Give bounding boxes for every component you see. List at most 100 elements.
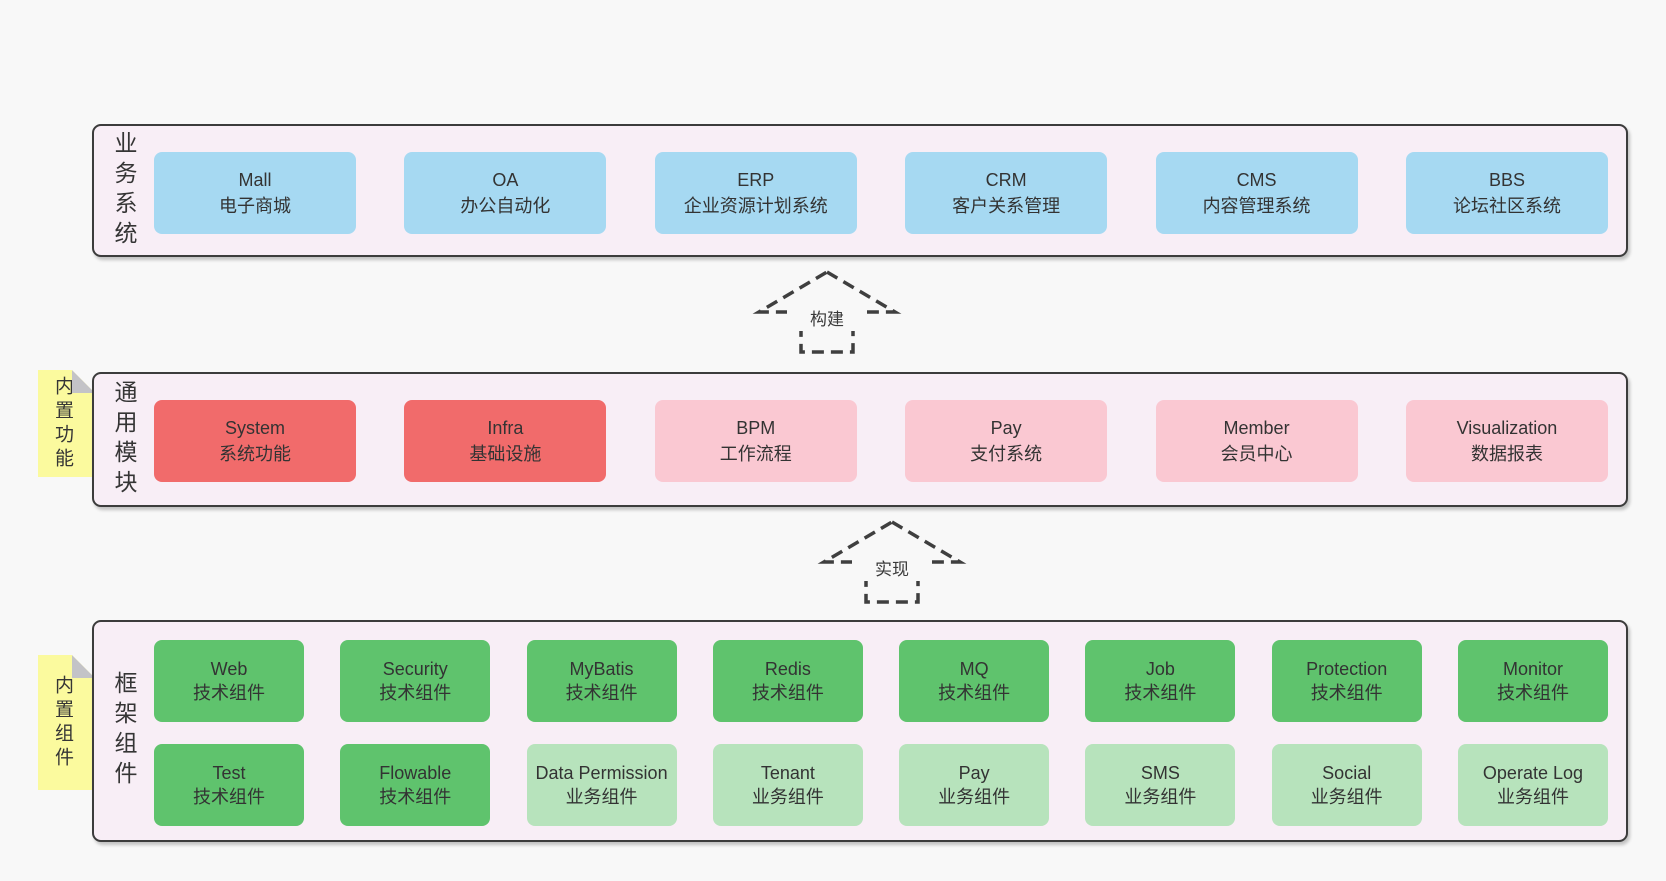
- box-visualization: Visualization 数据报表: [1405, 400, 1608, 482]
- box-web: Web 技术组件: [154, 640, 304, 722]
- box-operate-log: Operate Log 业务组件: [1457, 744, 1608, 826]
- box-infra: Infra 基础设施: [404, 400, 607, 482]
- band-business-systems: 业务系统 Mall 电子商城 OA 办公自动化 ERP 企业资源计划系统 CRM…: [92, 124, 1628, 257]
- box-title: Test: [212, 763, 246, 783]
- box-subtitle: 企业资源计划系统: [683, 196, 828, 216]
- box-redis: Redis 技术组件: [712, 640, 863, 722]
- box-mybatis: MyBatis 技术组件: [526, 640, 677, 722]
- box-subtitle: 技术组件: [379, 683, 452, 703]
- box-subtitle: 技术组件: [938, 683, 1011, 703]
- up-arrow-icon: [817, 519, 967, 604]
- box-crm: CRM 客户关系管理: [905, 152, 1108, 234]
- box-erp: ERP 企业资源计划系统: [654, 152, 857, 234]
- box-subtitle: 办公自动化: [460, 196, 551, 216]
- sticky-note-label: 内置组件: [52, 674, 73, 771]
- box-subtitle: 技术组件: [379, 787, 452, 807]
- box-title: Visualization: [1456, 418, 1558, 438]
- box-test: Test 技术组件: [154, 744, 304, 826]
- box-pay-component: Pay 业务组件: [899, 744, 1050, 826]
- sticky-note-built-in-components: 内置组件: [38, 655, 95, 790]
- box-social: Social 业务组件: [1271, 744, 1422, 826]
- box-subtitle: 数据报表: [1470, 444, 1543, 464]
- box-bbs: BBS 论坛社区系统: [1405, 152, 1608, 234]
- box-cms: CMS 内容管理系统: [1155, 152, 1358, 234]
- box-bpm: BPM 工作流程: [654, 400, 857, 482]
- box-subtitle: 技术组件: [193, 683, 265, 703]
- framework-components-row-1: Web 技术组件 Security 技术组件 MyBatis 技术组件 Redi…: [154, 640, 1608, 722]
- box-system: System 系统功能: [154, 400, 356, 482]
- box-subtitle: 电子商城: [219, 196, 291, 216]
- up-arrow-icon: [752, 269, 902, 354]
- box-title: Pay: [990, 418, 1022, 438]
- box-title: Member: [1223, 418, 1290, 438]
- box-title: Pay: [958, 763, 990, 783]
- box-member: Member 会员中心: [1155, 400, 1358, 482]
- box-title: CMS: [1236, 170, 1277, 190]
- box-title: SMS: [1140, 763, 1180, 783]
- box-subtitle: 业务组件: [1124, 787, 1197, 807]
- sticky-note-label: 内置功能: [52, 375, 73, 472]
- box-subtitle: 业务组件: [938, 787, 1011, 807]
- box-title: OA: [492, 170, 519, 190]
- box-subtitle: 业务组件: [751, 787, 824, 807]
- box-title: Mall: [238, 170, 272, 190]
- box-subtitle: 技术组件: [1496, 683, 1569, 703]
- box-title: Protection: [1306, 659, 1388, 679]
- box-title: Infra: [487, 418, 524, 438]
- box-title: Operate Log: [1482, 763, 1583, 783]
- box-subtitle: 技术组件: [1310, 683, 1383, 703]
- box-pay-module: Pay 支付系统: [905, 400, 1108, 482]
- box-subtitle: 业务组件: [565, 787, 638, 807]
- band-common-modules: 通用模块 System 系统功能 Infra 基础设施 BPM 工作流程 Pay…: [92, 372, 1628, 507]
- box-subtitle: 业务组件: [1310, 787, 1383, 807]
- box-tenant: Tenant 业务组件: [712, 744, 863, 826]
- arrow-label-build: 构建: [787, 304, 867, 331]
- box-title: BPM: [736, 418, 776, 438]
- box-title: Security: [382, 659, 448, 679]
- arrow-label-implement: 实现: [852, 554, 932, 581]
- band-framework-components: 框架组件 Web 技术组件 Security 技术组件 MyBatis 技术组件…: [92, 620, 1628, 842]
- framework-components-row-2: Test 技术组件 Flowable 技术组件 Data Permission …: [154, 744, 1608, 826]
- box-title: Job: [1145, 659, 1175, 679]
- box-subtitle: 客户关系管理: [952, 196, 1061, 216]
- sticky-note-built-in-features: 内置功能: [38, 370, 95, 477]
- box-subtitle: 技术组件: [565, 683, 638, 703]
- box-title: Data Permission: [535, 763, 668, 783]
- box-sms: SMS 业务组件: [1085, 744, 1236, 826]
- box-data-permission: Data Permission 业务组件: [526, 744, 677, 826]
- box-title: Tenant: [760, 763, 815, 783]
- box-title: Monitor: [1502, 659, 1563, 679]
- box-title: System: [224, 418, 285, 438]
- band-label-common-modules: 通用模块: [111, 379, 137, 500]
- box-subtitle: 技术组件: [751, 683, 824, 703]
- box-title: Web: [210, 659, 248, 679]
- common-modules-row: System 系统功能 Infra 基础设施 BPM 工作流程 Pay 支付系统…: [154, 400, 1608, 482]
- box-title: MQ: [959, 659, 989, 679]
- box-subtitle: 系统功能: [219, 444, 291, 464]
- business-systems-row: Mall 电子商城 OA 办公自动化 ERP 企业资源计划系统 CRM 客户关系…: [154, 152, 1608, 234]
- box-title: BBS: [1488, 170, 1525, 190]
- box-job: Job 技术组件: [1085, 640, 1236, 722]
- box-mq: MQ 技术组件: [899, 640, 1050, 722]
- box-monitor: Monitor 技术组件: [1457, 640, 1608, 722]
- box-security: Security 技术组件: [340, 640, 491, 722]
- box-protection: Protection 技术组件: [1271, 640, 1422, 722]
- band-label-business-systems: 业务系统: [111, 130, 137, 251]
- box-subtitle: 支付系统: [970, 444, 1043, 464]
- box-subtitle: 工作流程: [719, 444, 792, 464]
- box-subtitle: 内容管理系统: [1202, 196, 1311, 216]
- box-subtitle: 论坛社区系统: [1452, 196, 1561, 216]
- band-label-framework-components: 框架组件: [111, 671, 137, 791]
- box-title: ERP: [737, 170, 775, 190]
- box-flowable: Flowable 技术组件: [340, 744, 491, 826]
- box-subtitle: 技术组件: [193, 787, 265, 807]
- box-subtitle: 基础设施: [469, 444, 542, 464]
- box-title: MyBatis: [569, 659, 634, 679]
- box-oa: OA 办公自动化: [404, 152, 607, 234]
- box-subtitle: 业务组件: [1496, 787, 1569, 807]
- box-subtitle: 技术组件: [1124, 683, 1197, 703]
- box-title: Redis: [764, 659, 811, 679]
- box-title: Social: [1322, 763, 1372, 783]
- box-title: Flowable: [379, 763, 452, 783]
